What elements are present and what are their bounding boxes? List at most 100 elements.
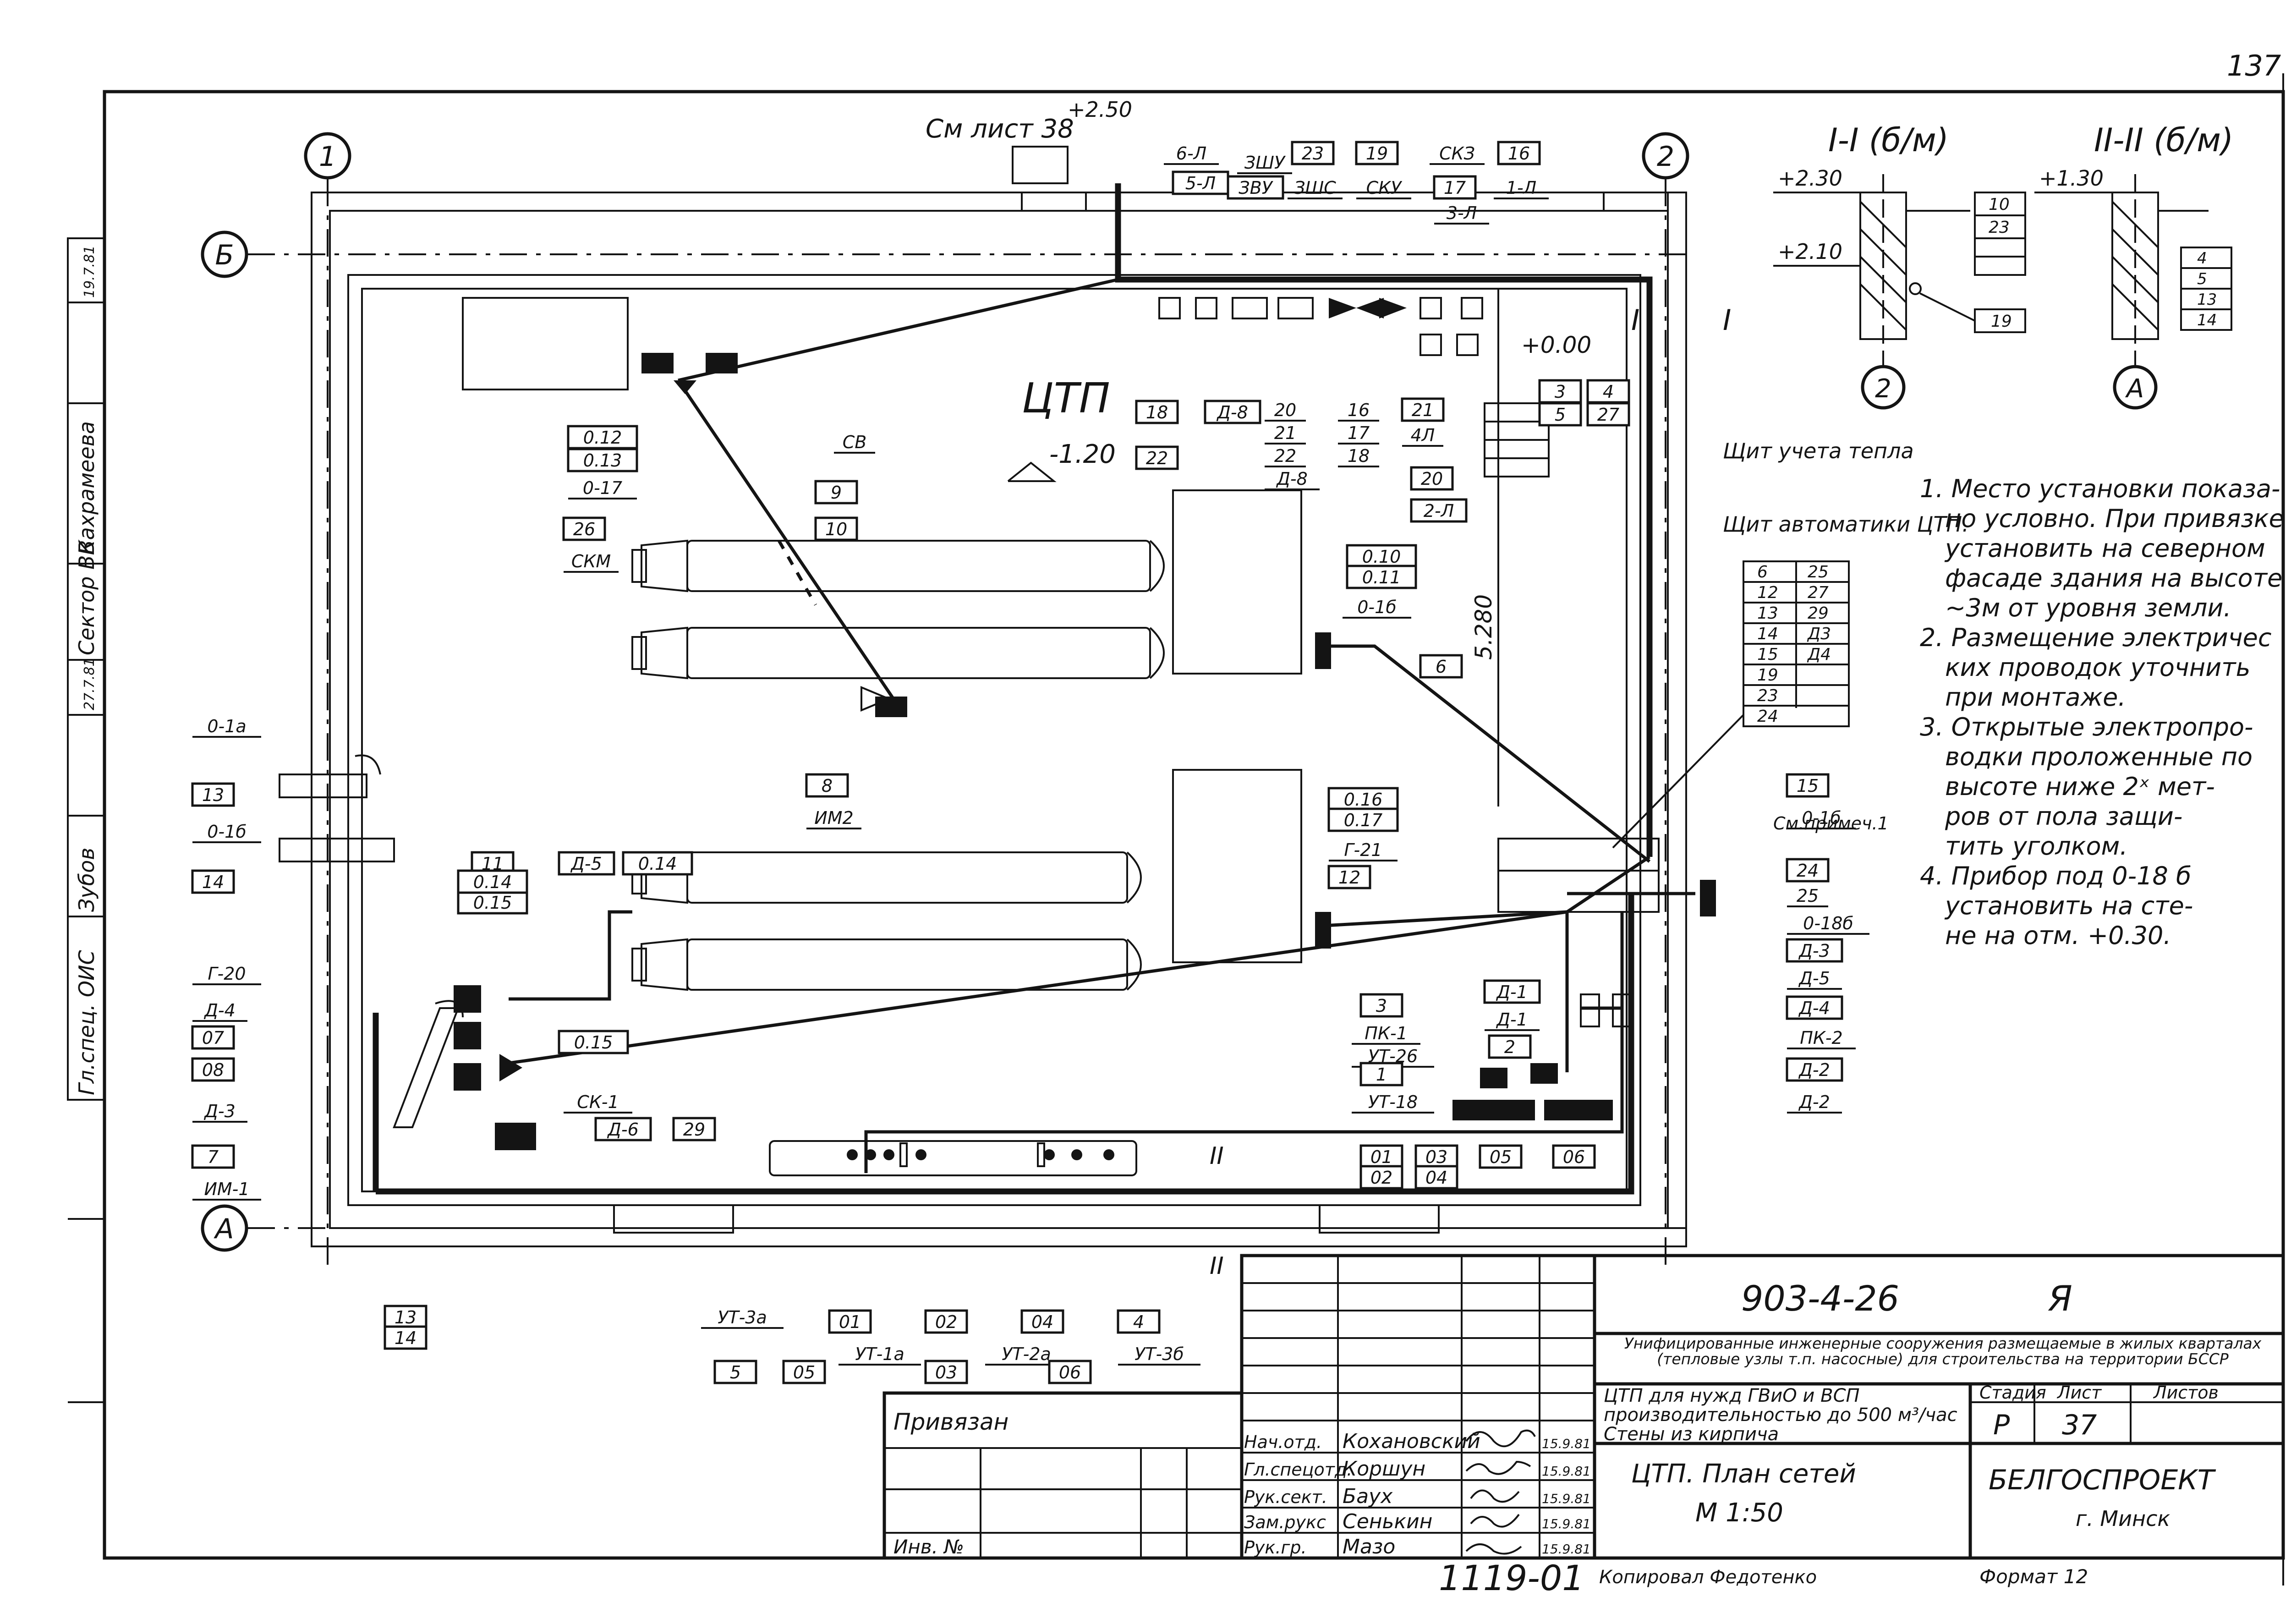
callout-text: ЗШС [1294, 178, 1336, 198]
callout-text: 29 [683, 1119, 705, 1140]
callout-17a: 17 [1338, 423, 1379, 444]
callout-text: 03 [935, 1362, 957, 1383]
upper-level: +0.00 [1521, 332, 1591, 358]
callout-text: 20 [1421, 469, 1443, 489]
callout-03b: 03 [924, 1360, 968, 1384]
see-sheet: См лист 38 [926, 114, 1074, 144]
callout-text: 4Л [1411, 425, 1435, 445]
section-1-tag-19: 19 [1991, 312, 2012, 331]
callout-text: 9 [831, 483, 842, 503]
callout-21a: 21 [1265, 423, 1306, 444]
callout-7: 7 [191, 1144, 235, 1169]
callout-d6: Д-6 [594, 1117, 652, 1141]
callout-text: 27 [1597, 405, 1619, 425]
callout-text: 17 [1444, 178, 1466, 198]
callout-013: 0.13 [567, 448, 638, 472]
pt-2-1: 29 [1808, 604, 1829, 623]
section-2-label-a: II [1210, 1142, 1224, 1170]
callout-sk3: СКЗ [1430, 143, 1485, 165]
callout-017b: 0.17 [1327, 807, 1399, 832]
callout-02b: 02 [924, 1309, 968, 1334]
callout-25: 25 [1787, 886, 1828, 907]
callout-17top: 17 [1433, 175, 1477, 200]
callout-27: 27 [1586, 402, 1630, 427]
callout-text: 02 [935, 1312, 957, 1332]
callout-text: 0-1а [207, 716, 246, 736]
callout-text: 0.17 [1344, 810, 1383, 830]
signer-4-date: 15.9.81 [1542, 1542, 1591, 1557]
callout-text: 04 [1031, 1312, 1053, 1332]
callout-zvu: ЗВУ [1227, 175, 1284, 200]
callout-d4: Д-4 [192, 1000, 247, 1022]
side-stamp-3: Сектор ВК [74, 539, 99, 655]
callout-d3b: Д-3 [1786, 938, 1843, 963]
callout-d8a: Д-8 [1265, 469, 1320, 490]
pt-1-0: 12 [1757, 583, 1778, 602]
signer-2-name: Баух [1343, 1485, 1393, 1508]
callout-text: Д-4 [203, 1000, 236, 1020]
callout-04: 04 [1414, 1165, 1458, 1190]
callout-ut3b: УТ-3б [1118, 1344, 1200, 1366]
callout-text: 0.16 [1344, 790, 1383, 810]
note-line-11: ров от пола защи- [1945, 802, 2182, 831]
pt-7-0: 24 [1757, 707, 1778, 726]
axis-a-label: А [213, 1213, 234, 1245]
callout-18a: 18 [1338, 446, 1379, 467]
callout-text: 6 [1436, 657, 1447, 677]
callout-010: 0.10 [1346, 544, 1417, 569]
callout-07: 07 [191, 1025, 235, 1050]
attached-label: Привязан [893, 1409, 1008, 1435]
sheet-corner-number: 137 [2227, 49, 2281, 82]
heat-exchanger-2 [631, 626, 1165, 680]
callout-d1b: Д-1 [1485, 1010, 1540, 1031]
callout-text: 06 [1563, 1147, 1585, 1167]
callout-16a: 16 [1338, 400, 1379, 422]
callout-04b: 04 [1020, 1309, 1064, 1334]
callout-18: 18 [1135, 400, 1179, 424]
side-stamp: Гл.спец. ОИС Зубов 27.7.81 Сектор ВК Вах… [67, 237, 105, 1403]
callout-text: Г-20 [208, 964, 246, 984]
callout-ut3a: УТ-3а [701, 1307, 784, 1329]
callout-014b: 0.14 [457, 869, 528, 894]
callout-text: 25 [1797, 886, 1819, 906]
callout-012: 0.12 [567, 425, 638, 450]
note-line-13: 4. Прибор под 0-18 б [1920, 861, 2191, 890]
callout-text: УТ-18 [1368, 1092, 1418, 1112]
callout-text: 07 [202, 1028, 224, 1048]
callout-018b: 0-18б [1787, 913, 1869, 935]
signer-3-date: 15.9.81 [1542, 1516, 1591, 1531]
callout-20b: 20 [1410, 466, 1454, 491]
note-line-2: установить на северном [1944, 534, 2265, 563]
section-1-1: I-I (б/м) +2.30 +2.10 10 23 19 2 [1773, 121, 2026, 410]
format: Формат 12 [1979, 1565, 2088, 1588]
callout-text: 01 [1370, 1147, 1392, 1167]
stage-label: Стадия [1979, 1383, 2046, 1403]
devices [454, 297, 1716, 1167]
callout-text: 21 [1412, 400, 1434, 420]
pt-5-0: 19 [1757, 666, 1778, 685]
callout-text: 3 [1555, 382, 1566, 402]
callout-text: 0-1б [207, 822, 247, 842]
callout-d2b: Д-2 [1787, 1092, 1842, 1114]
callout-text: Д-5 [570, 854, 602, 874]
callout-15: 15 [1786, 773, 1830, 798]
callout-text: Д-3 [1798, 941, 1830, 961]
signer-3-role: Зам.рукс [1244, 1512, 1326, 1532]
callout-3b: 3 [1359, 993, 1403, 1018]
sheet-number: 37 [2062, 1409, 2097, 1441]
callout-5b: 5 [713, 1360, 757, 1384]
callout-9: 9 [814, 480, 858, 505]
callout-text: 05 [793, 1362, 815, 1383]
callout-d3: Д-3 [192, 1101, 247, 1123]
callout-22a: 22 [1265, 446, 1306, 467]
callout-text: 0.14 [473, 872, 512, 892]
callout-011: 0.11 [1346, 565, 1417, 589]
floor-level: -1.20 [1049, 439, 1116, 469]
callout-14b: 14 [384, 1325, 428, 1350]
callout-text: 0.15 [473, 893, 512, 913]
callout-19top: 19 [1355, 141, 1399, 165]
section-1-title: I-I (б/м) [1828, 121, 1949, 159]
callout-text: 24 [1797, 861, 1819, 881]
pt-4-1: Д4 [1807, 645, 1831, 664]
callout-d5b: Д-5 [1787, 968, 1842, 990]
